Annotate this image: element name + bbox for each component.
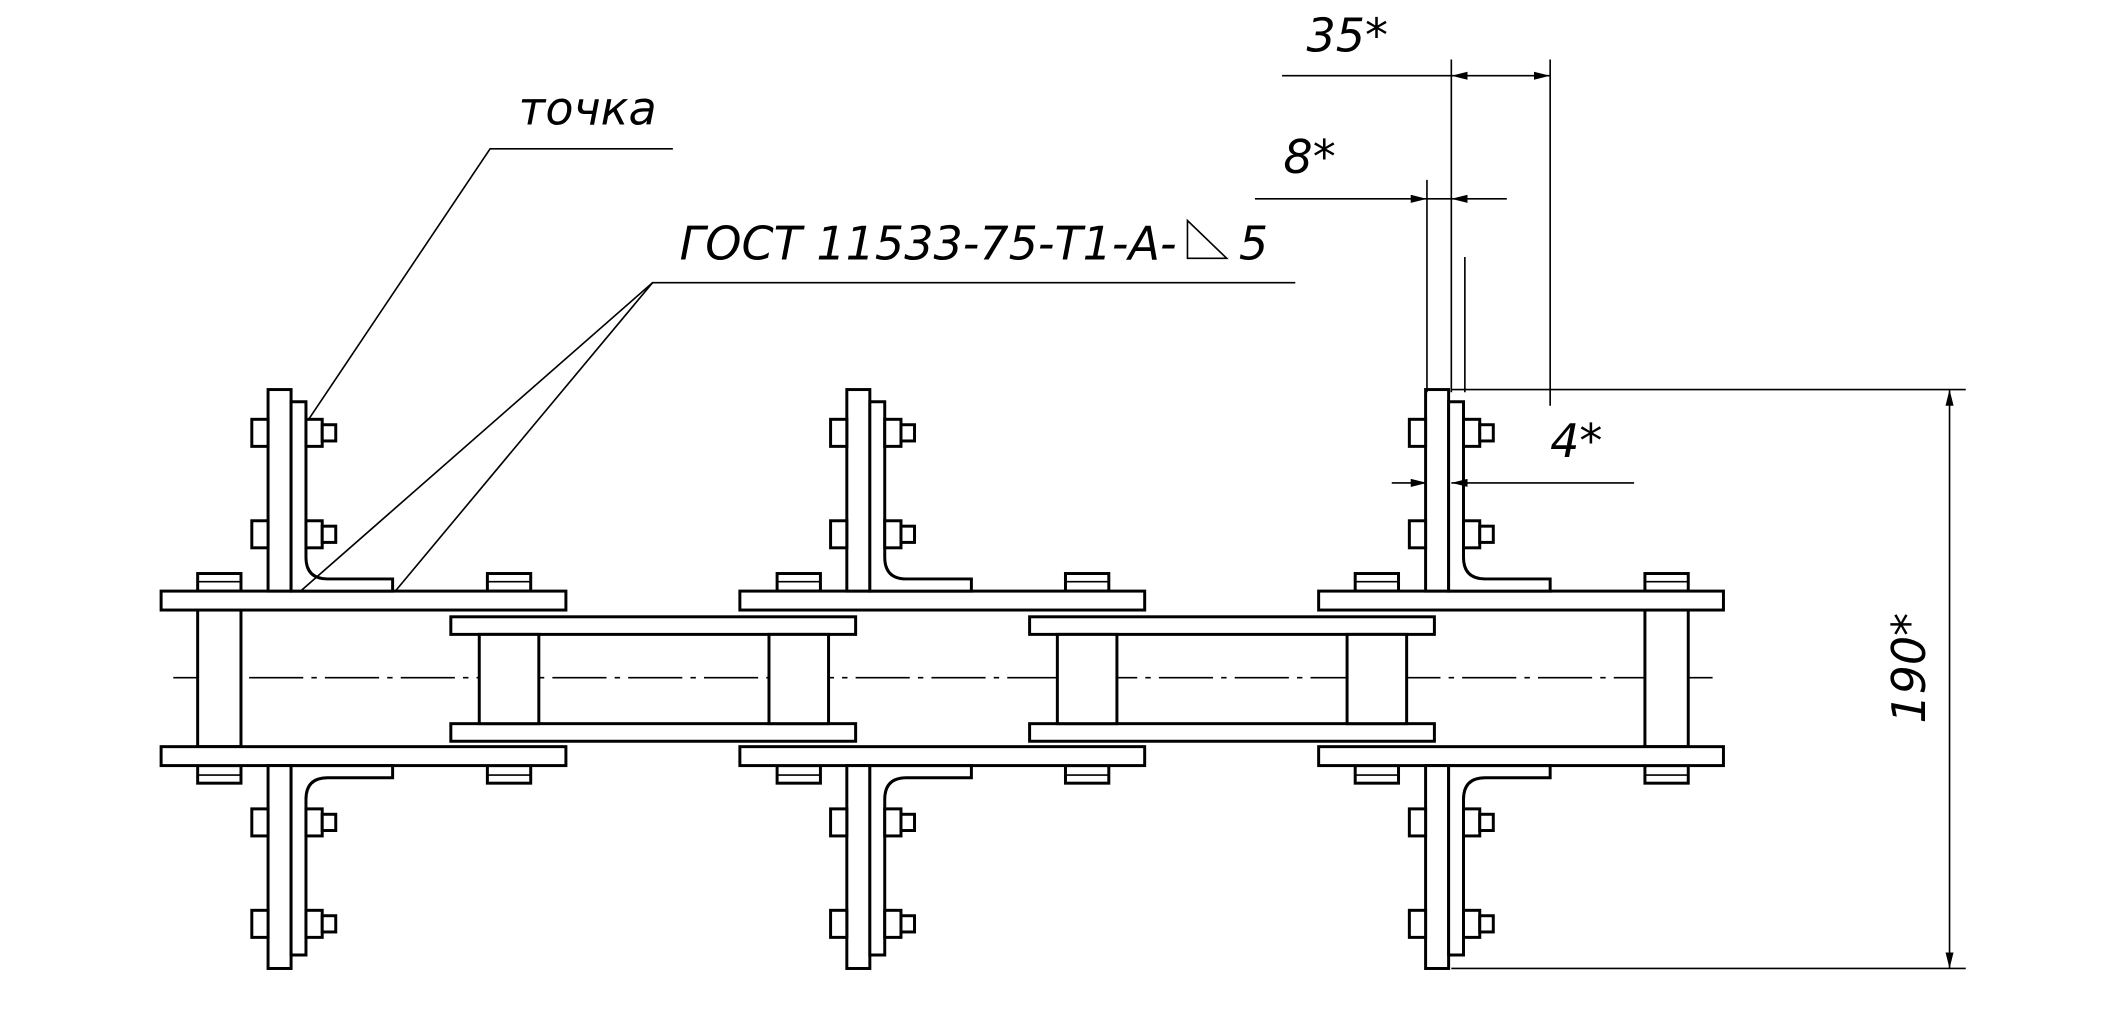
nut [883,908,903,939]
roller-pin [1345,632,1409,726]
dimension-190-label: 190* [1882,613,1936,724]
outer-plate-top [159,589,568,612]
outer-plate-top [738,589,1147,612]
nut [304,417,324,448]
nut [829,908,849,939]
point-note-leader: точка [308,81,673,420]
nut [883,807,903,838]
nut [1462,519,1482,550]
weld-note-leader: ГОСТ 11533-75-Т1-А- 5 [300,217,1296,592]
dimension-8-label: 8* [1283,130,1335,184]
nut [1407,417,1428,448]
nut [1462,417,1482,448]
roller-pin [767,632,831,726]
nut [250,519,270,550]
nut [1462,908,1482,939]
bolt-end [1478,423,1495,443]
angle-bracket-bottom [289,764,395,957]
outer-plate-bottom [1317,745,1725,768]
bolt-end [899,812,917,833]
inner-plate-top [1028,615,1436,636]
inner-plate-bottom [449,722,858,743]
weld-note-label: ГОСТ 11533-75-Т1-А- [680,217,1177,271]
nut [304,807,324,838]
dimension-35: 35* [1282,8,1551,406]
nut [1407,908,1428,939]
bolt-end [899,423,917,443]
nut [304,908,324,939]
attachment-plate-top [845,388,872,593]
point-note-label: точка [519,81,657,135]
attachment-plate-top [266,388,293,593]
nut [1462,807,1482,838]
nut [250,908,270,939]
attachment-plate-top [1424,388,1451,593]
angle-bracket-top [289,400,395,593]
roller-pin [196,608,243,749]
bolt-end [1478,524,1495,544]
outer-plate-bottom [159,745,568,768]
nut [1407,519,1428,550]
attachment-plate-bottom [266,764,293,970]
dimension-8: 8* [1255,130,1507,393]
dimension-35-label: 35* [1306,8,1388,62]
bolt-end [899,914,917,934]
bolt-end [899,524,917,544]
nut [829,417,849,448]
chain [159,388,1725,970]
angle-bracket-top [1447,400,1552,593]
nut [250,417,270,448]
attachment-plate-bottom [1424,764,1451,970]
nut [829,807,849,838]
bolt-end [1478,812,1495,833]
nut [883,417,903,448]
bolt-end [320,423,338,443]
attachment-plate-bottom [845,764,872,970]
roller-pin [477,632,541,726]
bolt-end [1478,914,1495,934]
angle-bracket-top [868,400,973,593]
dimension-4: 4* [1391,414,1635,487]
nut [304,519,324,550]
angle-bracket-bottom [868,764,973,957]
roller-pin [1055,632,1119,726]
outer-plate-top [1317,589,1725,612]
fillet-weld-symbol-icon [1186,218,1229,260]
nut [250,807,270,838]
roller-pin [1643,608,1690,749]
nut [1407,807,1428,838]
bolt-end [320,812,338,833]
inner-plate-top [449,615,858,636]
nut [883,519,903,550]
nut [829,519,849,550]
bolt-end [320,914,338,934]
bolt-end [320,524,338,544]
angle-bracket-bottom [1447,764,1552,957]
weld-leg-label: 5 [1239,217,1268,271]
dimension-4-label: 4* [1550,414,1602,468]
outer-plate-bottom [738,745,1147,768]
dimension-190: 190* [1451,388,1966,970]
inner-plate-bottom [1028,722,1436,743]
